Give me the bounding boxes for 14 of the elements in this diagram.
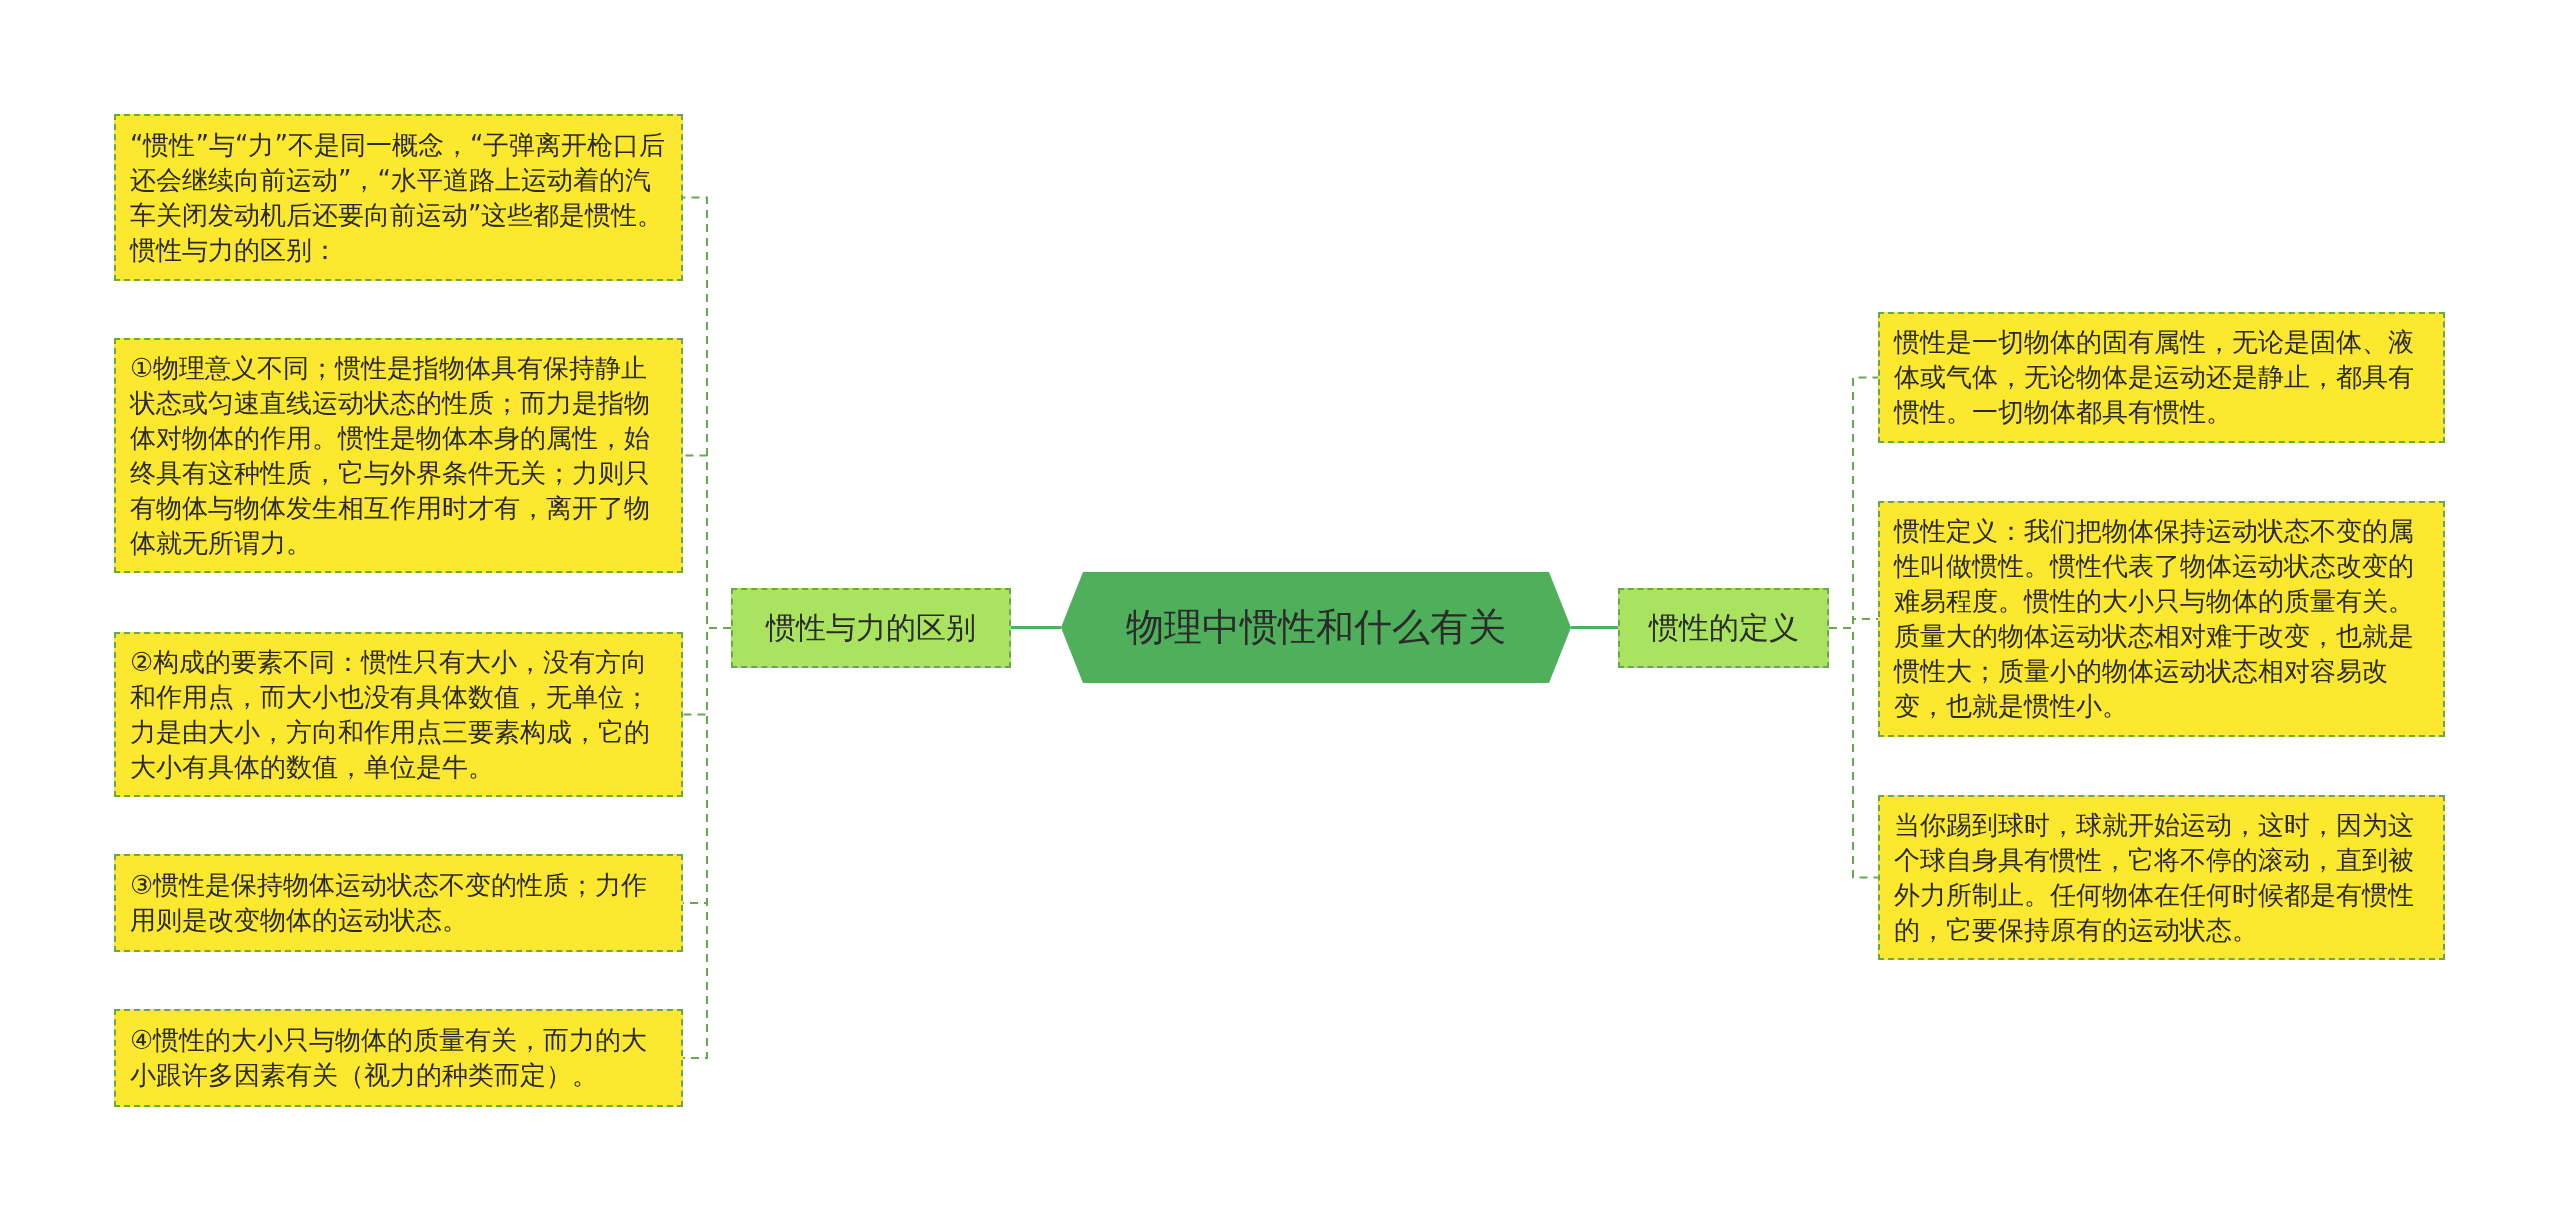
central-topic: 物理中惯性和什么有关 — [1061, 572, 1571, 683]
note-box: 当你踢到球时，球就开始运动，这时，因为这个球自身具有惯性，它将不停的滚动，直到被外力所制止。任何物体在任何时候都是有惯性的，它要保持原有的运动状态。 — [1878, 795, 2445, 960]
note-box: ④惯性的大小只与物体的质量有关，而力的大小跟许多因素有关（视力的种类而定）。 — [114, 1009, 683, 1107]
topic-box: 惯性的定义 — [1618, 588, 1829, 668]
note-box: “惯性”与“力”不是同一概念，“子弹离开枪口后还会继续向前运动”，“水平道路上运动着的汽车关闭发动机后还要向前运动”这些都是惯性。惯性与力的区别： — [114, 114, 683, 281]
connector-line — [1571, 626, 1618, 629]
note-box: ③惯性是保持物体运动状态不变的性质；力作用则是改变物体的运动状态。 — [114, 854, 683, 952]
note-box: 惯性是一切物体的固有属性，无论是固体、液体或气体，无论物体是运动还是静止，都具有惯性。一切物体都具有惯性。 — [1878, 312, 2445, 443]
connector-line — [1828, 627, 1879, 879]
connector-line — [1011, 626, 1061, 629]
topic-box: 惯性与力的区别 — [731, 588, 1011, 668]
note-box: ②构成的要素不同：惯性只有大小，没有方向和作用点，而大小也没有具体数值，无单位；力是由大小，方向和作用点三要素构成，它的大小有具体的数值，单位是牛。 — [114, 632, 683, 797]
note-box: ①物理意义不同；惯性是指物体具有保持静止状态或匀速直线运动状态的性质；而力是指物体对物体的作用。惯性是物体本身的属性，始终具有这种性质，它与外界条件无关；力则只有物体与物体发生相互作用时才有，离开了物体就无所谓力。 — [114, 338, 683, 573]
note-box: 惯性定义：我们把物体保持运动状态不变的属性叫做惯性。惯性代表了物体运动状态改变的难易程度。惯性的大小只与物体的质量有关。质量大的物体运动状态相对难于改变，也就是惯性大；质量小的物体运动状态相对容易改变，也就是惯性小。 — [1878, 501, 2445, 737]
